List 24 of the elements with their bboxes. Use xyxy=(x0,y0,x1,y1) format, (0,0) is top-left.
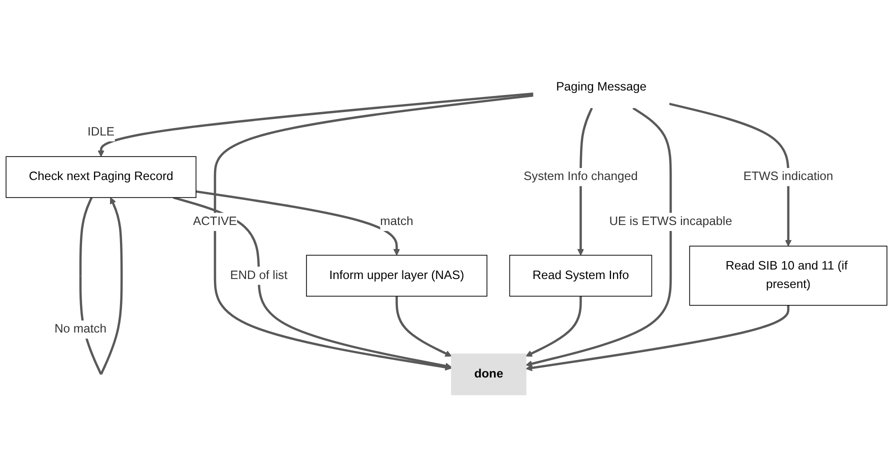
arrow xyxy=(669,102,792,246)
arrow xyxy=(526,107,672,368)
node-box: Read System Info xyxy=(509,254,652,297)
node-text: Paging Message xyxy=(556,80,646,94)
arrow xyxy=(98,92,534,157)
edge-label: IDLE xyxy=(88,126,115,138)
arrow xyxy=(214,94,534,371)
arrow xyxy=(396,296,452,357)
node-box: done xyxy=(451,354,526,396)
arrow xyxy=(526,305,790,372)
arrow xyxy=(172,196,452,370)
arrow xyxy=(196,190,400,256)
arrow xyxy=(526,296,582,357)
edge-label: ACTIVE xyxy=(193,215,237,228)
edge-label: ETWS indication xyxy=(743,170,834,184)
node-box: Inform upper layer (NAS) xyxy=(306,254,488,297)
arrow xyxy=(577,108,593,256)
node-box: Read SIB 10 and 11 (if present) xyxy=(689,246,888,306)
edge-label: System Info changed xyxy=(524,170,638,184)
edge-label: No match xyxy=(54,322,106,336)
node-box: Check next Paging Record xyxy=(6,156,196,198)
edge-label: match xyxy=(380,215,414,228)
edge-label: UE is ETWS incapable xyxy=(609,215,732,228)
edge-label: END of list xyxy=(230,268,288,282)
